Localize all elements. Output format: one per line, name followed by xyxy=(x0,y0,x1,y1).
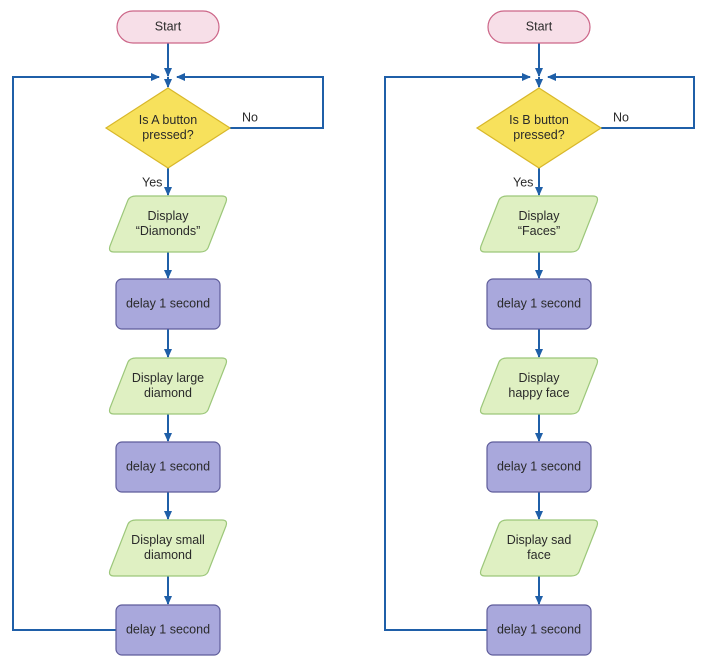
delay-step: delay 1 second xyxy=(486,441,592,493)
delay-step: delay 1 second xyxy=(486,278,592,330)
yes-label: Yes xyxy=(513,175,533,189)
delay-step-label: delay 1 second xyxy=(126,622,210,636)
no-label: No xyxy=(242,110,258,124)
decision-label: Is B button xyxy=(509,113,569,127)
display-step-label: Display large xyxy=(132,371,204,385)
repeat-loop-arrow xyxy=(12,73,160,631)
delay-step-label: delay 1 second xyxy=(126,296,210,310)
delay-step-label: delay 1 second xyxy=(126,459,210,473)
display-step-label: happy face xyxy=(508,386,569,400)
no-loop-arrow xyxy=(547,73,695,129)
display-step-label: diamond xyxy=(144,386,192,400)
display-step-label: “Diamonds” xyxy=(136,224,201,238)
display-step-label: face xyxy=(527,548,551,562)
delay-step-label: delay 1 second xyxy=(497,459,581,473)
display-step-label: Display xyxy=(519,371,561,385)
display-step-label: diamond xyxy=(144,548,192,562)
no-loop-arrow xyxy=(176,73,324,129)
repeat-loop-arrow xyxy=(384,73,531,631)
delay-step: delay 1 second xyxy=(115,441,221,493)
yes-label: Yes xyxy=(142,175,162,189)
delay-step: delay 1 second xyxy=(115,604,221,656)
display-step-label: Display xyxy=(519,209,561,223)
delay-step: delay 1 second xyxy=(115,278,221,330)
delay-step-label: delay 1 second xyxy=(497,296,581,310)
delay-step: delay 1 second xyxy=(486,604,592,656)
decision-label: pressed? xyxy=(513,128,564,142)
start-label: Start xyxy=(155,19,182,33)
start-label: Start xyxy=(526,19,553,33)
display-step-label: “Faces” xyxy=(518,224,560,238)
display-step-label: Display xyxy=(148,209,190,223)
decision-label: Is A button xyxy=(139,113,197,127)
start-terminal: Start xyxy=(487,10,591,44)
no-label: No xyxy=(613,110,629,124)
display-step-label: Display small xyxy=(131,533,205,547)
display-step-label: Display sad xyxy=(507,533,572,547)
decision-label: pressed? xyxy=(142,128,193,142)
display-step: Display“Diamonds” xyxy=(108,195,228,253)
start-terminal: Start xyxy=(116,10,220,44)
delay-step-label: delay 1 second xyxy=(497,622,581,636)
display-step: Display“Faces” xyxy=(479,195,599,253)
